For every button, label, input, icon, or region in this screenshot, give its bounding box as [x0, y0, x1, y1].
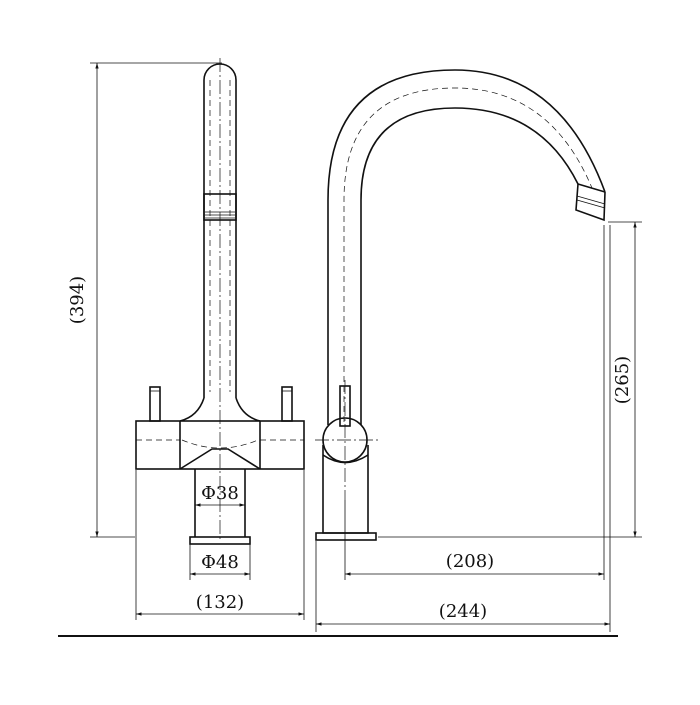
- dimension-265: (265): [378, 221, 642, 538]
- spout-outer: [327, 69, 606, 425]
- dimension-244: (244): [315, 225, 611, 632]
- dimension-394: (394): [67, 62, 222, 538]
- dimension-208: (208): [344, 225, 605, 580]
- dimension-phi38: Φ38: [195, 483, 245, 507]
- side-view: [315, 69, 606, 541]
- spout-inner: [360, 107, 579, 425]
- left-handle: [149, 386, 161, 422]
- label-overall-height: (394): [67, 276, 88, 324]
- label-spout-outlet-height: (265): [612, 356, 633, 404]
- front-view: [135, 58, 305, 545]
- label-base-diameter: Φ48: [201, 552, 239, 573]
- side-base: [315, 532, 377, 541]
- front-body: [135, 420, 305, 470]
- right-handle: [281, 386, 293, 422]
- label-body-width: (132): [196, 592, 244, 613]
- label-spout-reach: (208): [446, 551, 494, 572]
- dimension-phi48: Φ48: [189, 544, 251, 580]
- dimension-132: (132): [135, 470, 305, 620]
- label-inner-diameter: Φ38: [201, 483, 239, 504]
- front-spout: [203, 58, 237, 540]
- label-overall-depth: (244): [439, 601, 487, 622]
- front-base: [189, 469, 251, 545]
